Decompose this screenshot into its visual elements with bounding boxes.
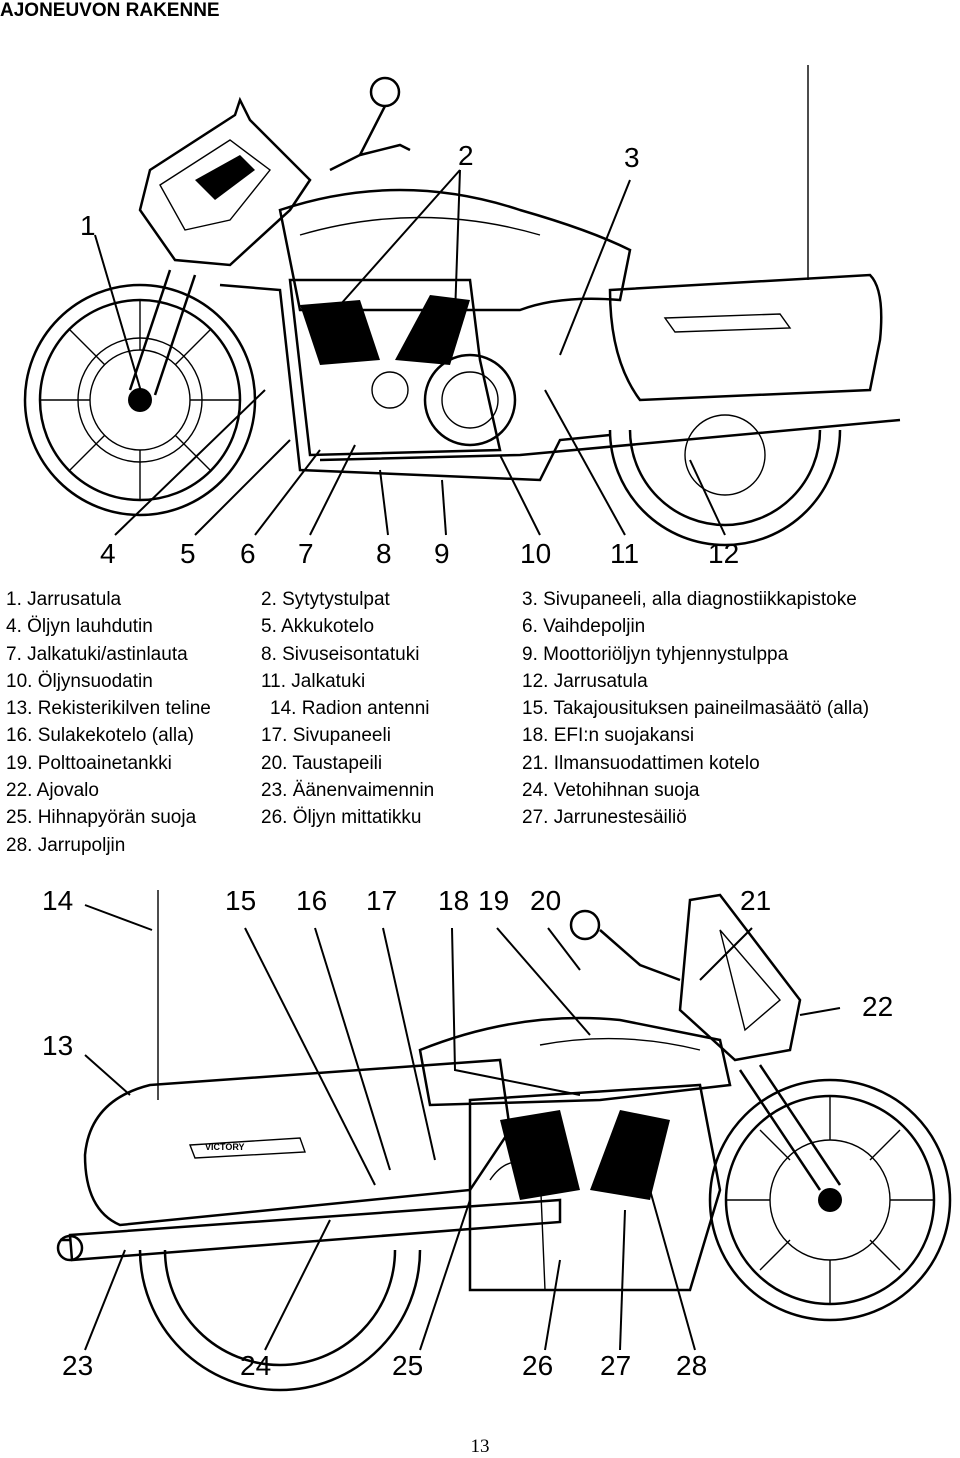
legend-item: 21. Ilmansuodattimen kotelo: [522, 752, 760, 774]
saddlebag: VICTORY: [83, 1058, 512, 1227]
callout-20: 20: [530, 885, 561, 916]
legend-item: 13. Rekisterikilven teline: [6, 698, 211, 720]
callout-14: 14: [42, 885, 73, 916]
legend-item: 5. Akkukotelo: [261, 616, 375, 638]
front-fork: [128, 269, 197, 396]
callout-1: 1: [80, 210, 96, 241]
legend-item: 6. Vaihdepoljin: [522, 616, 646, 638]
callout-15: 15: [225, 885, 256, 916]
rear-wheel: [138, 1249, 422, 1392]
callout-4: 4: [100, 538, 116, 569]
fairing: [138, 96, 312, 267]
callout-8: 8: [376, 538, 392, 569]
legend-item: 10. Öljynsuodatin: [6, 670, 153, 692]
legend-item: 9. Moottoriöljyn tyhjennystulppa: [522, 643, 789, 665]
rear-wheel: [608, 414, 842, 547]
legend-item: 19. Polttoainetankki: [6, 752, 172, 774]
page-number: 13: [470, 1436, 490, 1457]
legend-row: 13. Rekisterikilven teline 14. Radion ant…: [0, 695, 960, 722]
page-title: AJONEUVON RAKENNE: [0, 0, 220, 21]
frame: [219, 283, 611, 482]
callout-27: 27: [600, 1350, 631, 1381]
callout-6: 6: [240, 538, 256, 569]
callout-5: 5: [180, 538, 196, 569]
callout-2: 2: [458, 140, 474, 171]
legend-item: 7. Jalkatuki/astinlauta: [6, 643, 188, 665]
legend-item: 24. Vetohihnan suoja: [522, 780, 700, 802]
engine: [288, 278, 517, 457]
legend-item: 2. Sytytystulpat: [261, 589, 390, 610]
muffler-tip: [56, 1234, 84, 1262]
handlebar: [329, 76, 411, 172]
front-wheel: [23, 283, 257, 517]
legend-row: 19. Polttoainetankki 20. Taustapeili 21. I…: [0, 750, 960, 777]
legend-row: 1. Jarrusatula 2. Sytytystulpat 3. Sivupan…: [0, 586, 960, 613]
leader-lines: [84, 904, 841, 1351]
callout-11: 11: [610, 538, 639, 569]
legend-item: 4. Öljyn lauhdutin: [6, 616, 153, 638]
legend-item: 20. Taustapeili: [261, 752, 383, 774]
callout-18: 18: [438, 885, 469, 916]
callout-10: 10: [520, 538, 551, 569]
callout-21: 21: [740, 885, 771, 916]
legend-row: 10. Öljynsuodatin 11. Jalkatuki 12. Jarrus…: [0, 668, 960, 695]
legend-item: 12. Jarrusatula: [522, 670, 648, 692]
fairing: [569, 893, 802, 1062]
callout-13: 13: [42, 1030, 73, 1061]
callout-9: 9: [434, 538, 450, 569]
legend-item: 18. EFI:n suojakansi: [522, 725, 695, 747]
legend-row: 25. Hihnapyörän suoja 26. Öljyn mittatikk…: [0, 804, 960, 831]
legend-item: 8. Sivuseisontatuki: [261, 643, 420, 665]
legend-item: 1. Jarrusatula: [6, 589, 122, 610]
callout-12: 12: [708, 538, 739, 569]
callout-7: 7: [298, 538, 314, 569]
saddlebag-badge: VICTORY: [205, 1142, 245, 1152]
legend-item: 3. Sivupaneeli, alla diagnostiikkapistok…: [522, 589, 857, 610]
callout-23: 23: [62, 1350, 93, 1381]
legend-row: 7. Jalkatuki/astinlauta 8. Sivuseisontatu…: [0, 641, 960, 668]
legend-row: 16. Sulakekotelo (alla) 17. Sivupaneeli 18…: [0, 722, 960, 749]
callout-16: 16: [296, 885, 327, 916]
motorcycle-right-side-diagram: 1 2 3 4 5 6 7 8 9 10 11 12: [23, 65, 901, 569]
exhaust-pipe: [319, 418, 901, 462]
legend-item: 17. Sivupaneeli: [261, 725, 391, 747]
exhaust-muffler: [68, 1198, 562, 1262]
legend-item: 27. Jarrunestesäiliö: [522, 807, 687, 829]
callout-17: 17: [366, 885, 397, 916]
callout-28: 28: [676, 1350, 707, 1381]
front-wheel: [708, 1078, 952, 1322]
parts-legend: 1. Jarrusatula 2. Sytytystulpat 3. Sivupan…: [0, 586, 960, 859]
callout-19: 19: [478, 885, 509, 916]
callout-3: 3: [624, 142, 640, 173]
legend-row: 22. Ajovalo 23. Äänenvaimennin 24. Vetohih…: [0, 777, 960, 804]
legend-item: 22. Ajovalo: [6, 780, 99, 802]
callout-26: 26: [522, 1350, 553, 1381]
legend-row: 4. Öljyn lauhdutin 5. Akkukotelo 6. Vaihde…: [0, 613, 960, 640]
legend-item: 23. Äänenvaimennin: [261, 780, 435, 802]
legend-item: 11. Jalkatuki: [261, 670, 366, 692]
legend-item: 26. Öljyn mittatikku: [261, 807, 422, 829]
callout-22: 22: [862, 991, 893, 1022]
legend-item: 16. Sulakekotelo (alla): [6, 725, 194, 747]
legend-item: 15. Takajousituksen paineilmasäätö (alla…: [522, 698, 870, 720]
body-bodywork: [278, 188, 632, 312]
legend-item: 14. Radion antenni: [270, 698, 430, 720]
fuel-tank: [418, 1016, 732, 1107]
front-fork: [738, 1064, 842, 1191]
legend-item: 28. Jarrupoljin: [6, 834, 126, 856]
legend-row: 28. Jarrupoljin: [0, 832, 960, 859]
callout-24: 24: [240, 1350, 271, 1381]
callout-25: 25: [392, 1350, 423, 1381]
engine: [468, 1083, 722, 1292]
legend-item: 25. Hihnapyörän suoja: [6, 807, 197, 829]
motorcycle-left-side-diagram: VICTORY: [42, 885, 952, 1392]
leader-lines: [94, 169, 726, 536]
saddlebag: [608, 273, 883, 402]
